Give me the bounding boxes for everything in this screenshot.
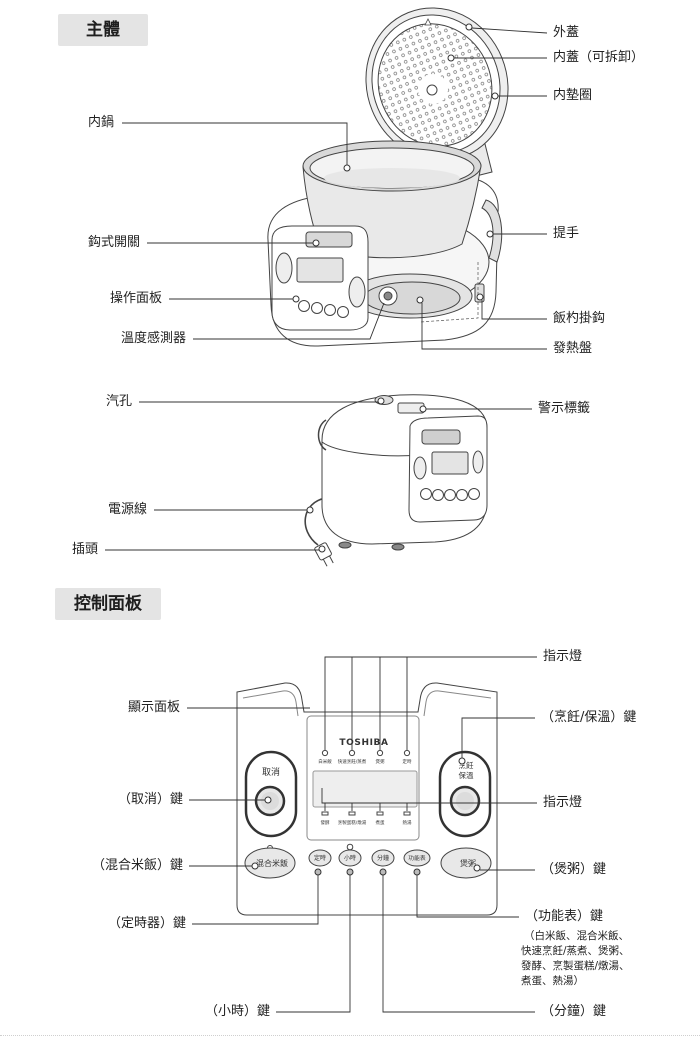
leader-cook-warm-key (461, 717, 535, 758)
indicator-label: 白米飯 (318, 758, 332, 765)
menu-functions-note-line: 快速烹飪/蒸煮、煲粥、 (521, 945, 630, 957)
leader-hour-key (276, 875, 351, 1013)
rice-cooker-open-illustration (267, 7, 509, 347)
label-steam-vent: 汽孔 (106, 394, 133, 409)
control-panel-illustration: TOSHIBA 白米飯 快速烹飪/蒸煮 煲粥 定時 發酵 烹製蛋糕/燉湯 煮蛋 … (236, 682, 498, 916)
label-mixed-rice-key: （混合米飯）鍵 (92, 858, 184, 873)
label-warning-label: 警示標籤 (538, 401, 591, 416)
label-handle: 提手 (553, 226, 580, 241)
leader-inner-pot (122, 122, 348, 165)
indicator-label: 定時 (403, 758, 412, 765)
control-panel-leaders (187, 656, 537, 1013)
label-display-panel: 顯示面板 (128, 700, 181, 715)
plug-drawing (314, 542, 334, 567)
label-indicator-top: 指示燈 (543, 649, 583, 664)
operation-panel-drawing (271, 225, 369, 331)
page-bottom-rule (0, 1035, 700, 1036)
cook-warm-key-drawing: 烹飪 保溫 (438, 750, 492, 838)
display-window (312, 770, 418, 808)
minute-key-drawing: 分鐘 (371, 849, 395, 867)
timer-key-text: 定時 (314, 854, 326, 862)
leader-outer-lid (471, 27, 548, 34)
label-timer-key: （定時器）鍵 (108, 916, 187, 931)
label-porridge-key: （煲粥）鍵 (541, 862, 607, 877)
label-minute-key: （分鐘）鍵 (541, 1004, 607, 1019)
label-menu-key: （功能表）鍵 (525, 909, 604, 924)
warm-key-text: 保溫 (459, 771, 474, 780)
rice-cooker-closed-illustration (304, 394, 488, 567)
porridge-key-text: 煲粥 (460, 858, 476, 868)
label-hour-key: （小時）鍵 (205, 1004, 271, 1019)
handle-drawing (481, 199, 503, 263)
section-title-control-panel: 控制面板 (55, 588, 161, 620)
timer-key-drawing: 定時 (308, 849, 332, 867)
hour-key-drawing: 小時 (338, 843, 362, 867)
label-cancel-key: （取消）鍵 (118, 792, 184, 807)
label-hook-switch: 鈎式開關 (88, 235, 141, 250)
brand-logo: TOSHIBA (339, 738, 388, 748)
menu-key-drawing: 功能表 (403, 849, 431, 867)
indicator-label: 煲粥 (376, 758, 385, 765)
label-heating-plate: 發熱盤 (553, 341, 593, 356)
cancel-key-text: 取消 (262, 766, 280, 778)
porridge-key-drawing: 煲粥 (440, 847, 492, 879)
label-plug: 插頭 (72, 542, 99, 557)
leader-temperature-sensor (193, 302, 385, 340)
menu-key-text: 功能表 (408, 854, 426, 862)
label-outer-lid: 外蓋 (553, 25, 580, 40)
mixed-rice-key-text: 混合米飯 (256, 858, 288, 868)
outer-lid-drawing (365, 7, 509, 161)
indicator-label: 烹製蛋糕/燉湯 (338, 819, 367, 826)
leader-timer-key (192, 875, 319, 925)
bottom-indicator-lights: 發酵 烹製蛋糕/燉湯 煮蛋 熱湯 (321, 811, 412, 826)
label-operation-panel: 操作面板 (110, 291, 163, 306)
power-cord-drawing (304, 497, 327, 546)
temperature-sensor-drawing (378, 286, 398, 306)
label-power-cord: 電源線 (108, 502, 148, 517)
hour-key-text: 小時 (344, 854, 356, 862)
leader-spatula-hook (481, 300, 547, 320)
leader-menu-key (416, 875, 519, 918)
minute-key-text: 分鐘 (377, 854, 389, 862)
cancel-key-drawing: 取消 (244, 750, 298, 838)
clock-icon (346, 843, 354, 851)
top-indicator-lights: 白米飯 快速烹飪/蒸煮 煲粥 定時 (318, 749, 412, 765)
leader-heating-plate (421, 303, 547, 350)
indicator-label: 熱湯 (403, 819, 412, 826)
label-indicator-mid: 指示燈 (543, 795, 583, 810)
leader-minute-key (382, 875, 535, 1013)
menu-functions-note-line: 發酵、烹製蛋糕/燉湯、 (521, 960, 630, 972)
mixed-rice-key-drawing: 混合米飯 (244, 845, 296, 879)
cook-key-text: 烹飪 (459, 760, 474, 770)
label-cook-warm-key: （烹飪/保溫）鍵 (541, 710, 637, 725)
main-body-leaders (105, 23, 548, 553)
leader-indicator-top (324, 656, 537, 750)
label-temperature-sensor: 溫度感測器 (121, 331, 187, 346)
label-inner-pot: 内鍋 (88, 115, 115, 130)
hook-switch-drawing (305, 231, 353, 248)
indicator-label: 發酵 (321, 819, 330, 826)
label-spatula-hook: 飯杓掛鈎 (553, 311, 606, 326)
indicator-label: 煮蛋 (376, 819, 385, 826)
leader-indicator-mid (321, 788, 537, 811)
indicator-label: 快速烹飪/蒸煮 (338, 758, 367, 765)
section-title-main-body: 主體 (58, 14, 148, 46)
menu-functions-note-line: （白米飯、混合米飯、 (524, 930, 629, 942)
label-inner-lid: 内蓋（可拆卸） (553, 50, 645, 65)
menu-functions-note-line: 煮蛋、熱湯） (521, 975, 584, 987)
label-inner-gasket: 内墊圈 (553, 88, 593, 103)
